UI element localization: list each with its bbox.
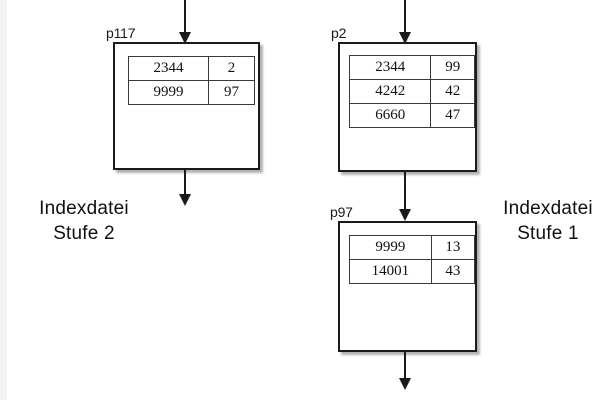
entry-key: 4242 [348,79,432,104]
arrow-into-p2 [398,0,412,44]
node-box-p2: 2344 99 4242 42 6660 47 [338,42,477,172]
table-row: 9999 97 [128,80,255,105]
caption-right-line1: Indexdatei [503,198,593,219]
table-row: 9999 13 [349,235,476,260]
table-row: 14001 43 [349,259,476,284]
entry-key: 14001 [349,259,432,284]
entry-pointer: 43 [430,259,476,284]
entry-pointer: 13 [430,235,476,260]
node-box-p97: 9999 13 14001 43 [338,221,477,352]
table-row: 2344 99 [348,55,475,80]
entry-table-p97: 9999 13 14001 43 [349,235,476,284]
node-label-p2: p2 [331,25,347,41]
table-row: 2344 2 [128,56,255,81]
node-box-p117: 2344 2 9999 97 [113,42,260,170]
caption-left-line1: Indexdatei [39,198,129,219]
entry-pointer: 2 [208,56,255,81]
table-row: 4242 42 [348,79,475,104]
entry-pointer: 47 [430,103,475,128]
table-row: 6660 47 [348,103,475,128]
arrow-p2-to-p97 [398,172,412,221]
entry-table-p117: 2344 2 9999 97 [128,56,255,105]
caption-left-line2: Stufe 2 [53,223,115,245]
entry-pointer: 97 [208,80,255,105]
entry-key: 2344 [348,55,432,80]
page-edge-strip [0,0,7,400]
caption-left: Indexdatei Stufe 2 [14,196,154,246]
caption-right-line2: Stufe 1 [517,223,579,245]
entry-key: 6660 [348,103,432,128]
entry-key: 9999 [349,235,432,260]
entry-key: 2344 [128,56,209,81]
entry-key: 9999 [128,80,209,105]
caption-right: Indexdatei Stufe 1 [492,196,604,246]
node-label-p117: p117 [106,25,136,41]
arrow-out-of-p97 [398,352,412,390]
arrow-out-of-p117 [178,170,192,206]
entry-pointer: 42 [430,79,475,104]
node-label-p97: p97 [330,204,353,220]
entry-table-p2: 2344 99 4242 42 6660 47 [348,55,475,128]
arrow-into-p117 [178,0,192,44]
entry-pointer: 99 [430,55,475,80]
